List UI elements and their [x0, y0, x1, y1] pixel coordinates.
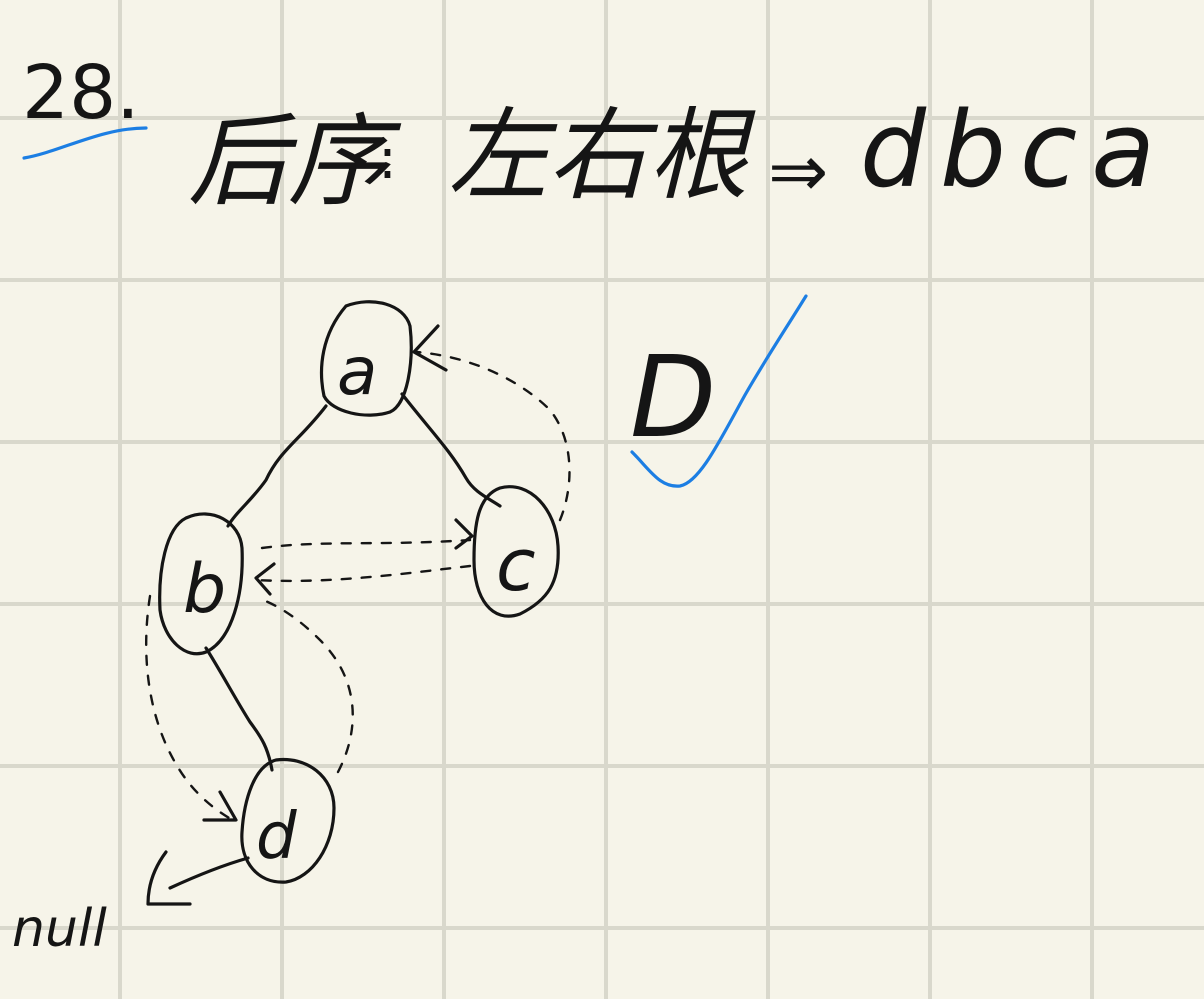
node-label-a: a — [337, 333, 377, 410]
arrowhead-at-d — [202, 790, 238, 822]
thread-b-to-c — [260, 538, 472, 550]
arrowhead-at-a — [412, 324, 448, 372]
thread-d-to-b — [256, 596, 354, 774]
edge-a-c — [400, 392, 502, 508]
thread-c-to-a — [414, 350, 571, 522]
null-bracket — [146, 850, 192, 906]
heading-colon: : — [378, 127, 397, 192]
edge-a-b — [226, 404, 328, 528]
arrowhead-at-b — [254, 562, 276, 596]
check-mark-icon — [630, 294, 808, 488]
null-label: null — [12, 899, 107, 959]
node-label-d: d — [256, 800, 297, 874]
tree-node-a: a — [319, 300, 413, 417]
problem-number: 28. — [22, 50, 140, 136]
heading-postorder: 后序 — [188, 103, 402, 220]
edge-b-d — [204, 646, 274, 772]
arrowhead-at-c — [454, 518, 474, 550]
answer-choice: D — [630, 333, 716, 463]
tree-node-d: d — [240, 757, 336, 884]
edge-d-null — [168, 856, 250, 890]
tree-node-b: b — [158, 512, 244, 656]
thread-c-to-b — [254, 564, 472, 583]
thread-b-to-d — [145, 594, 238, 824]
node-label-c: c — [496, 523, 536, 607]
tree-node-c: c — [472, 485, 560, 618]
heading-sequence: dbca — [860, 89, 1169, 211]
problem-number-underline — [22, 126, 148, 160]
heading-arrow: ⇒ — [768, 129, 828, 213]
node-label-b: b — [183, 550, 226, 629]
heading-left-right-root: 左右根 — [448, 97, 756, 214]
